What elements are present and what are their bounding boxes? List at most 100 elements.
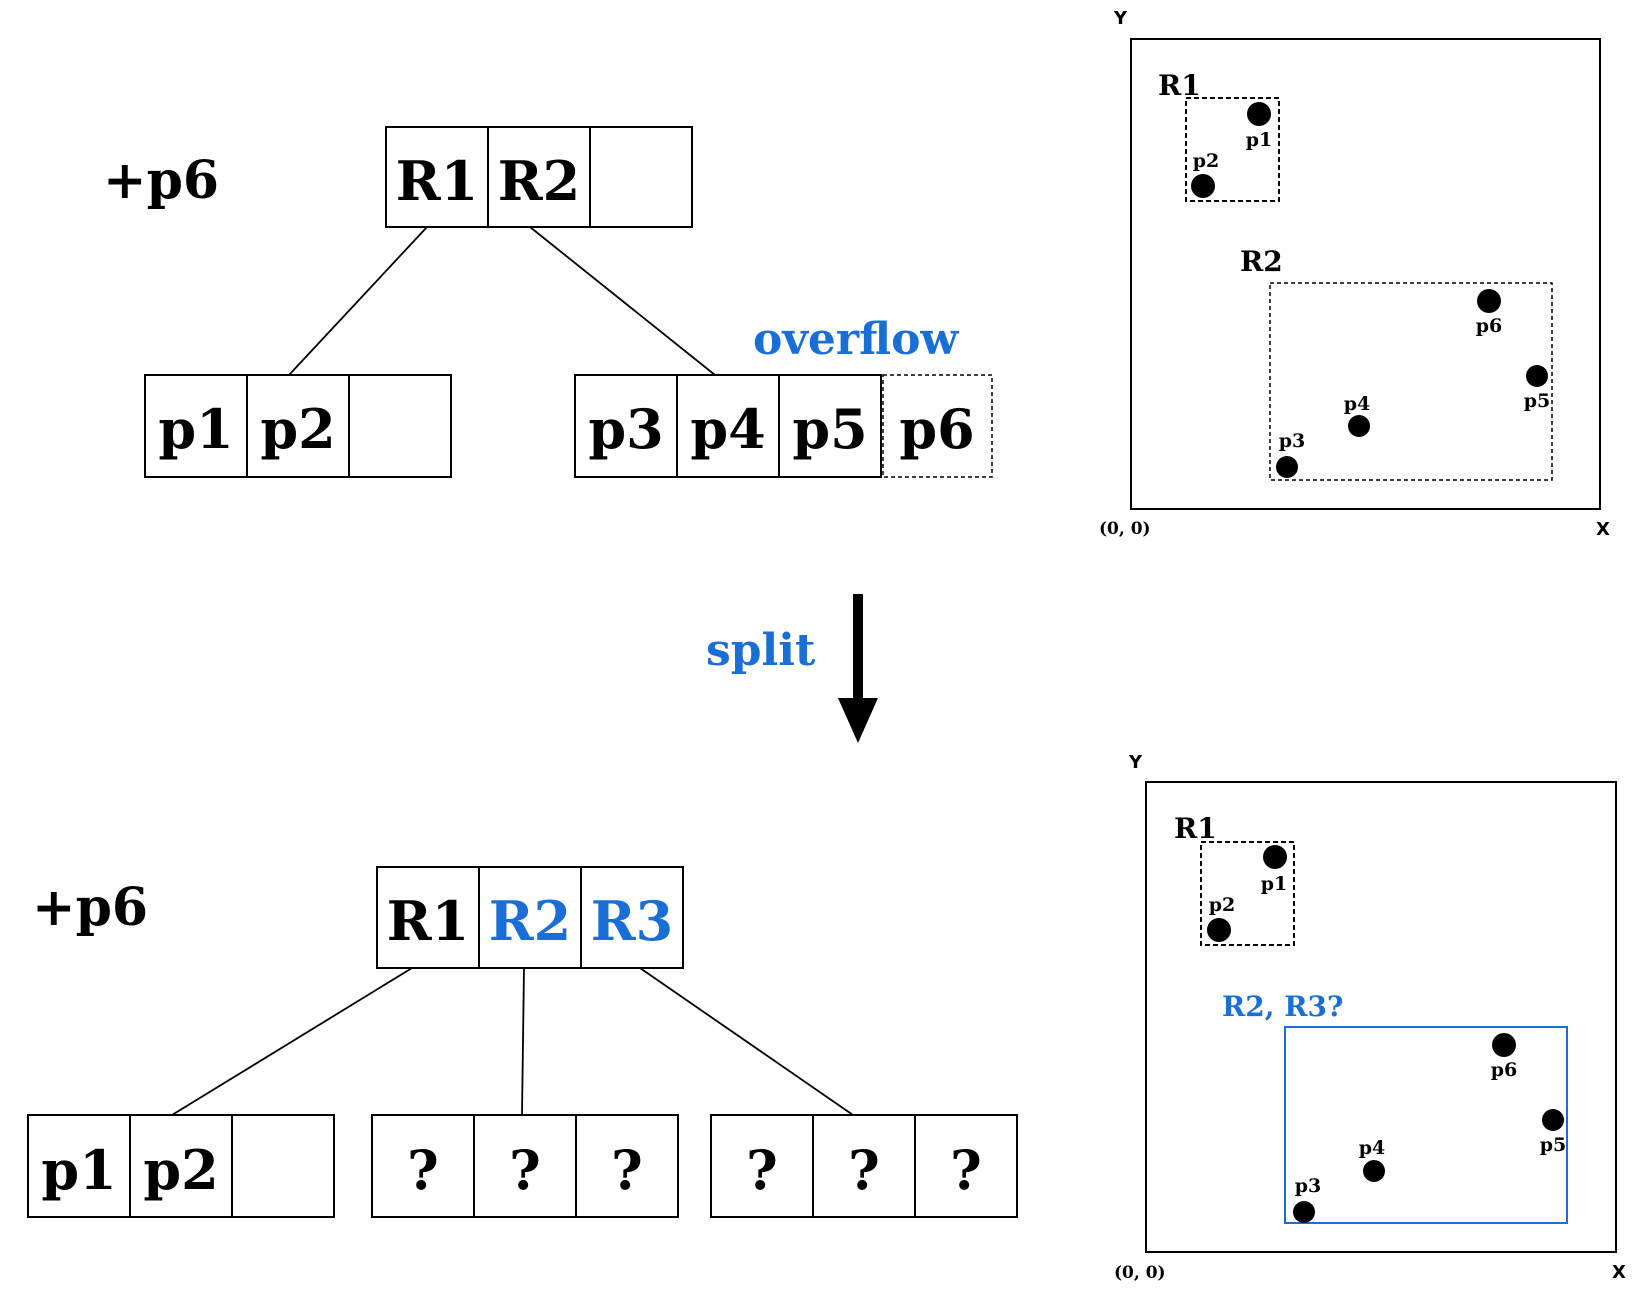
edge-r1-to-leaf bbox=[171, 967, 413, 1116]
tree-after: +p6 R1 R2 R3 p1 p2 ? ? bbox=[27, 866, 1018, 1218]
point-label: p2 bbox=[1193, 150, 1220, 172]
leaf-entry-unknown: ? bbox=[509, 1138, 541, 1202]
leaf-cell bbox=[371, 1114, 475, 1218]
overflow-cell bbox=[882, 374, 993, 478]
y-axis-label: Y bbox=[1128, 752, 1143, 773]
edge-r2-to-leaf bbox=[529, 226, 716, 376]
origin-label: (0, 0) bbox=[1114, 1263, 1166, 1283]
region-label: R2 bbox=[1240, 245, 1283, 278]
data-point bbox=[1263, 845, 1287, 869]
root-entry-new: R3 bbox=[591, 889, 673, 953]
mbr-r2 bbox=[1269, 282, 1553, 481]
leaf-cell bbox=[231, 1114, 335, 1218]
leaf-entry: p4 bbox=[690, 397, 765, 461]
leaf-entry-unknown: ? bbox=[746, 1138, 778, 1202]
y-axis-label: Y bbox=[1113, 8, 1128, 29]
data-point bbox=[1293, 1201, 1315, 1223]
point-label: p4 bbox=[1344, 393, 1371, 415]
root-node: R1 R2 R3 bbox=[376, 866, 684, 969]
point-label: p5 bbox=[1540, 1134, 1567, 1156]
leaf-cell bbox=[348, 374, 452, 478]
plot-frame bbox=[1130, 38, 1601, 510]
leaf-cell bbox=[914, 1114, 1018, 1218]
point-label: p6 bbox=[1491, 1059, 1518, 1081]
data-point bbox=[1526, 365, 1548, 387]
mbr-new bbox=[1284, 1026, 1568, 1224]
leaf-entry: p1 bbox=[41, 1138, 116, 1202]
root-entry-new: R2 bbox=[489, 889, 571, 953]
point-label: p3 bbox=[1295, 1175, 1322, 1197]
data-point bbox=[1477, 289, 1501, 313]
root-cell bbox=[589, 126, 693, 228]
point-label: p4 bbox=[1359, 1137, 1386, 1159]
root-cell bbox=[376, 866, 480, 969]
root-entry: R1 bbox=[387, 889, 469, 953]
point-label: p3 bbox=[1279, 430, 1306, 452]
arrow-down-icon bbox=[838, 698, 878, 743]
data-point bbox=[1207, 918, 1231, 942]
region-label: R1 bbox=[1158, 69, 1201, 102]
leaf-cell bbox=[574, 374, 678, 478]
leaf-entry: p1 bbox=[158, 397, 233, 461]
root-node: R1 R2 bbox=[385, 126, 693, 228]
leaf-entry: p3 bbox=[588, 397, 663, 461]
data-point bbox=[1348, 415, 1370, 437]
x-axis-label: X bbox=[1612, 1262, 1626, 1283]
leaf-entry-unknown: ? bbox=[848, 1138, 880, 1202]
spatial-plot-before: Y X (0, 0) R1 R2 p1 p2 p6 p5 p4 p3 bbox=[1099, 8, 1610, 540]
data-point bbox=[1247, 102, 1271, 126]
leaf-cell bbox=[144, 374, 248, 478]
leaf-node-left: p1 p2 bbox=[144, 374, 452, 478]
tree-before: +p6 R1 R2 p1 p2 p3 p4 bbox=[103, 126, 993, 478]
root-entry: R1 bbox=[396, 149, 478, 213]
leaf-cell bbox=[710, 1114, 814, 1218]
insert-label: +p6 bbox=[103, 150, 219, 211]
data-point bbox=[1542, 1109, 1564, 1131]
mbr-r1 bbox=[1200, 841, 1295, 946]
root-cell bbox=[385, 126, 489, 228]
overflow-entry: p6 bbox=[899, 397, 974, 461]
data-point bbox=[1492, 1033, 1516, 1057]
edge-r3-to-leaf bbox=[639, 967, 854, 1116]
data-point bbox=[1276, 456, 1298, 478]
plot-frame bbox=[1145, 781, 1617, 1253]
leaf-cell bbox=[676, 374, 780, 478]
region-label-new: R2, R3? bbox=[1222, 990, 1343, 1023]
root-entry: R2 bbox=[498, 149, 580, 213]
leaf-node-mid: ? ? ? bbox=[371, 1114, 679, 1218]
leaf-cell bbox=[27, 1114, 131, 1218]
split-transition: split bbox=[706, 594, 878, 743]
edge-r2-to-leaf bbox=[521, 967, 525, 1116]
root-cell bbox=[487, 126, 591, 228]
point-label: p6 bbox=[1476, 315, 1503, 337]
spatial-plot-after: Y X (0, 0) R1 R2, R3? p1 p2 p6 p5 p4 p3 bbox=[1114, 752, 1626, 1283]
point-label: p1 bbox=[1246, 129, 1273, 151]
root-cell bbox=[580, 866, 684, 969]
mbr-r1 bbox=[1185, 97, 1280, 202]
overflow-label: overflow bbox=[753, 314, 959, 365]
leaf-cell bbox=[778, 374, 882, 478]
root-cell bbox=[478, 866, 582, 969]
point-label: p1 bbox=[1261, 873, 1288, 895]
split-label: split bbox=[706, 625, 816, 676]
leaf-entry-unknown: ? bbox=[407, 1138, 439, 1202]
leaf-cell bbox=[575, 1114, 679, 1218]
origin-label: (0, 0) bbox=[1099, 519, 1151, 539]
leaf-entry: p2 bbox=[260, 397, 335, 461]
leaf-entry-unknown: ? bbox=[611, 1138, 643, 1202]
edge-r1-to-leaf bbox=[288, 226, 428, 376]
data-point bbox=[1191, 174, 1215, 198]
data-point bbox=[1363, 1160, 1385, 1182]
point-label: p5 bbox=[1524, 390, 1551, 412]
leaf-entry: p5 bbox=[792, 397, 867, 461]
leaf-node-right: ? ? ? bbox=[710, 1114, 1018, 1218]
leaf-entry-unknown: ? bbox=[950, 1138, 982, 1202]
leaf-node-left: p1 p2 bbox=[27, 1114, 335, 1218]
leaf-cell bbox=[129, 1114, 233, 1218]
insert-label: +p6 bbox=[32, 877, 148, 938]
x-axis-label: X bbox=[1596, 519, 1610, 540]
leaf-node-right: p3 p4 p5 p6 bbox=[574, 374, 993, 478]
region-label: R1 bbox=[1174, 812, 1217, 845]
leaf-entry: p2 bbox=[143, 1138, 218, 1202]
